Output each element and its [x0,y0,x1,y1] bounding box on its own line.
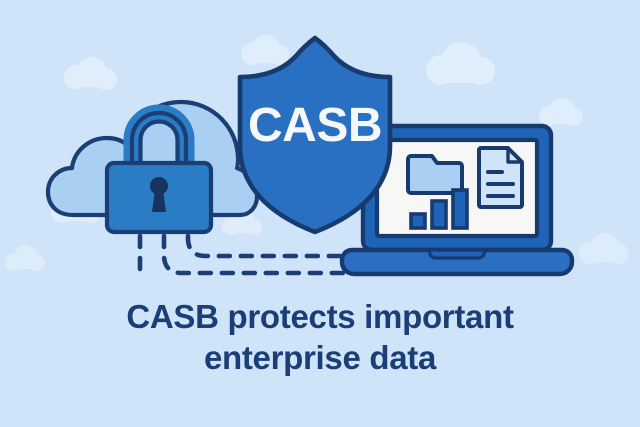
decorative-cloud [5,245,45,271]
decorative-cloud [241,35,289,65]
decorative-cloud [222,209,262,235]
decorative-cloud [539,98,583,126]
folder-icon [406,154,464,195]
decorative-cloud [426,42,495,85]
decorative-cloud [64,57,117,90]
caption: CASB protects important enterprise data [0,296,640,378]
bar-3 [451,188,469,230]
decorative-clouds [5,35,629,271]
laptop-trackpad-notch [428,248,486,260]
shield-label-text: CASB [248,99,382,152]
caption-line-1: CASB protects important [126,298,514,335]
decorative-cloud [579,233,629,264]
bar-chart-icon [409,188,469,230]
laptop-base [339,247,575,277]
padlock [104,104,214,235]
shield: CASB [237,35,393,235]
document-text-lines [486,170,515,198]
dashed-data-flow [137,233,347,276]
caption-line-2: enterprise data [203,339,437,376]
bar-2 [430,199,448,230]
padlock-keyhole [150,177,168,212]
bar-1 [409,212,427,230]
laptop [339,123,575,277]
flow-strand-mid [161,233,347,276]
document-icon [477,146,524,209]
flow-strand-right [185,233,347,259]
